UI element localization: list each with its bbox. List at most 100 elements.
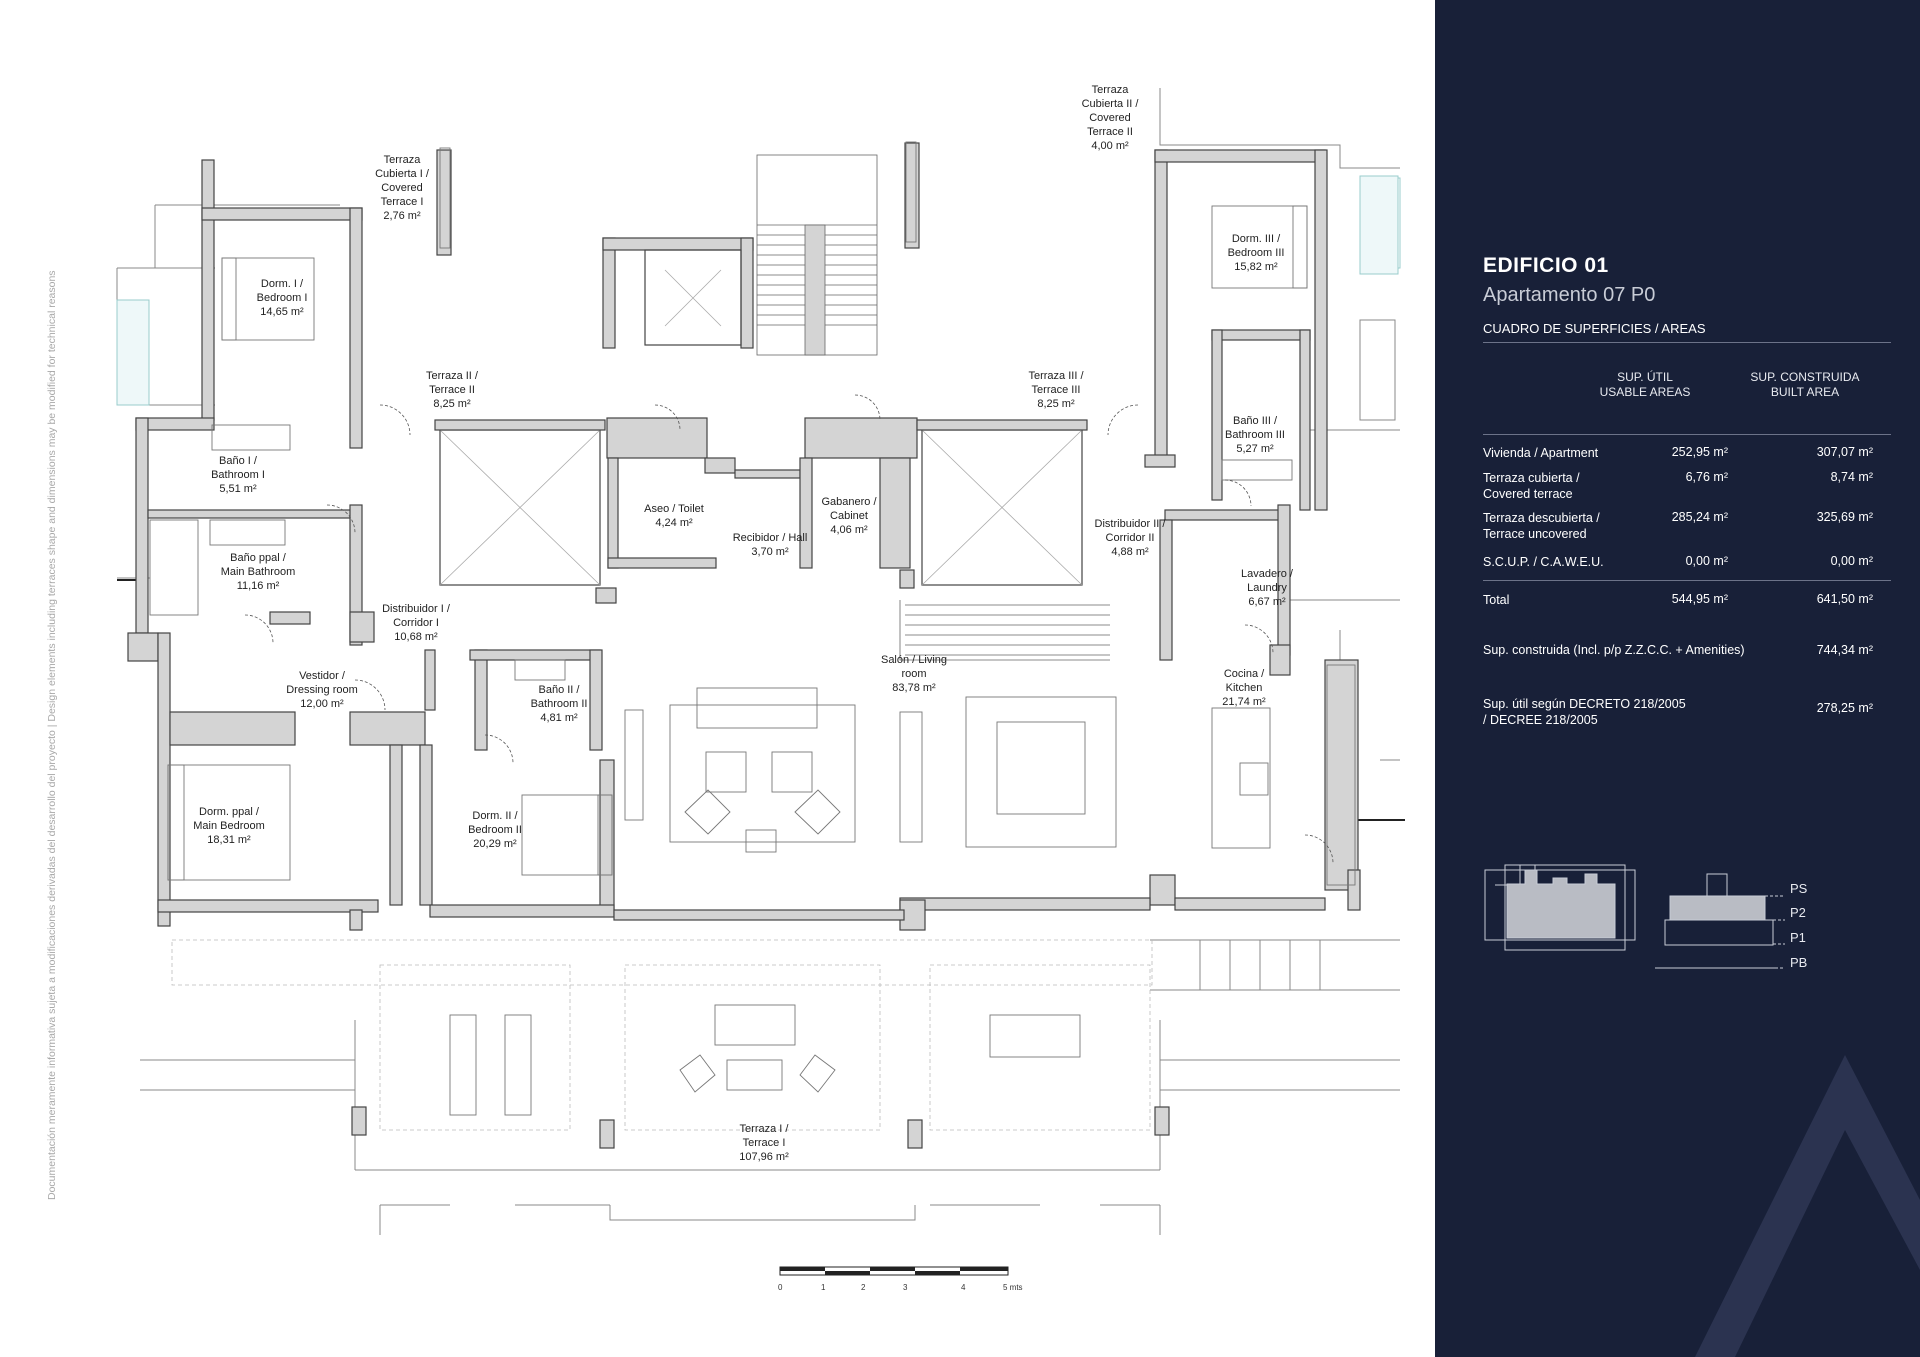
room-label-line: Baño II / <box>538 684 580 696</box>
room-label-line: Lavadero / <box>1241 568 1293 580</box>
room-label-line: 107,96 m² <box>739 1151 789 1163</box>
room-label-line: 4,24 m² <box>655 517 693 529</box>
areas-table-caption: CUADRO DE SUPERFICIES / AREAS <box>1483 321 1706 336</box>
room-label-line: Distribuidor II / <box>1094 518 1166 530</box>
room-label-line: Bedroom I <box>256 292 308 304</box>
room-label-line: Cubierta II / <box>1081 98 1139 110</box>
row-label: S.C.U.P. / C.A.W.E.U. <box>1483 554 1643 570</box>
room-label-line: 20,29 m² <box>473 838 517 850</box>
usable-area-decree: Sup. útil según DECRETO 218/2005 / DECRE… <box>1483 696 1891 728</box>
room-label-line: Terraza II / <box>426 370 478 382</box>
room-label-bano-ppal: Baño ppal / Main Bathroom 11,16 m² <box>221 551 296 593</box>
room-label-line: 4,06 m² <box>830 524 868 536</box>
room-label-bano-iii: Baño III / Bathroom III 5,27 m² <box>1225 414 1285 456</box>
row-label-line: Terraza cubierta / <box>1483 471 1580 485</box>
scale-tick-label: 1 <box>821 1283 826 1292</box>
room-label-line: Baño III / <box>1232 415 1278 427</box>
room-label-line: 18,31 m² <box>207 834 251 846</box>
room-label-line: Terraza I / <box>739 1123 789 1135</box>
column-header-line: SUP. ÚTIL <box>1617 370 1673 384</box>
scale-tick-label: 5 mts <box>1003 1283 1023 1292</box>
room-label-line: Terrace II <box>429 384 475 396</box>
room-label-line: Dorm. I / <box>260 278 304 290</box>
room-label-line: Terraza III / <box>1028 370 1084 382</box>
column-header-line: USABLE AREAS <box>1599 385 1691 399</box>
extra-label: Sup. construida (Incl. p/p Z.Z.C.C. + Am… <box>1483 643 1745 657</box>
room-label-line: Main Bathroom <box>220 566 296 578</box>
room-label-line: Cocina / <box>1223 668 1265 680</box>
room-label-line: 11,16 m² <box>236 580 280 592</box>
built-value: 8,74 m² <box>1830 470 1873 484</box>
room-label-line: Bedroom III <box>1227 247 1285 259</box>
room-label-line: 4,88 m² <box>1111 546 1149 558</box>
room-label-terraza-ii: Terraza II / Terrace II 8,25 m² <box>426 369 478 411</box>
room-label-line: Gabanero / <box>821 496 877 508</box>
row-label-line: Covered terrace <box>1483 487 1573 501</box>
row-label-line: Terraza descubierta / <box>1483 511 1600 525</box>
row-label: Terraza cubierta / Covered terrace <box>1483 470 1643 502</box>
room-label-line: 8,25 m² <box>1037 398 1075 410</box>
room-label-line: 5,51 m² <box>219 483 257 495</box>
scale-tick-label: 4 <box>961 1283 966 1292</box>
room-label-line: Cabinet <box>830 510 868 522</box>
room-label-line: Baño ppal / <box>230 552 286 564</box>
room-label-line: Cubierta I / <box>375 168 429 180</box>
divider <box>1483 580 1891 581</box>
usable-value: 285,24 m² <box>1671 510 1728 524</box>
brand-mark-watermark <box>1695 1055 1920 1357</box>
column-header-line: SUP. CONSTRUIDA <box>1750 370 1860 384</box>
scale-tick-label: 3 <box>903 1283 908 1292</box>
built-value: 307,07 m² <box>1816 445 1873 459</box>
room-label-vestidor: Vestidor / Dressing room 12,00 m² <box>286 669 358 711</box>
room-label-line: Laundry <box>1247 582 1287 594</box>
areas-panel: EDIFICIO 01 Apartamento 07 P0 CUADRO DE … <box>1435 0 1920 1357</box>
room-label-line: 15,82 m² <box>1234 261 1278 273</box>
row-label: Terraza descubierta / Terrace uncovered <box>1483 510 1643 542</box>
room-label-line: room <box>901 668 927 680</box>
floor-label: PB <box>1790 955 1808 970</box>
room-label-bano-i: Baño I / Bathroom I 5,51 m² <box>211 454 265 496</box>
room-label-line: Aseo / Toilet <box>644 503 704 515</box>
built-value: 325,69 m² <box>1816 510 1873 524</box>
room-label-line: 14,65 m² <box>260 306 304 318</box>
row-label-line: Terrace uncovered <box>1483 527 1587 541</box>
divider <box>1483 342 1891 343</box>
room-label-line: Recibidor / Hall <box>732 532 808 544</box>
disclaimer-text: Documentación meramente informativa suje… <box>46 270 58 1200</box>
scale-tick-label: 2 <box>861 1283 866 1292</box>
column-header-line: BUILT AREA <box>1770 385 1840 399</box>
building-title: EDIFICIO 01 <box>1483 254 1609 277</box>
built-value: 0,00 m² <box>1830 554 1873 568</box>
extra-label-line: / DECREE 218/2005 <box>1483 713 1598 727</box>
room-label-line: Terrace I <box>742 1137 786 1149</box>
room-label-line: 12,00 m² <box>300 698 344 710</box>
room-label-terraza-i: Terraza I / Terrace I 107,96 m² <box>739 1122 789 1164</box>
room-label-line: 8,25 m² <box>433 398 471 410</box>
row-label: Total <box>1483 593 1510 607</box>
room-label-line: Bathroom II <box>530 698 588 710</box>
room-label-line: Baño I / <box>219 455 257 467</box>
room-label-line: Dressing room <box>286 684 358 696</box>
scale-bar <box>779 1266 1009 1276</box>
room-label-line: Vestidor / <box>299 670 345 682</box>
room-label-line: Bathroom I <box>211 469 265 481</box>
room-label-line: Bathroom III <box>1225 429 1285 441</box>
extra-value: 744,34 m² <box>1816 643 1873 657</box>
room-label-line: Covered <box>381 182 423 194</box>
room-label-line: 5,27 m² <box>1236 443 1274 455</box>
extra-value: 278,25 m² <box>1816 701 1873 715</box>
room-label-aseo: Aseo / Toilet 4,24 m² <box>644 502 704 530</box>
floor-label: P2 <box>1790 905 1806 920</box>
